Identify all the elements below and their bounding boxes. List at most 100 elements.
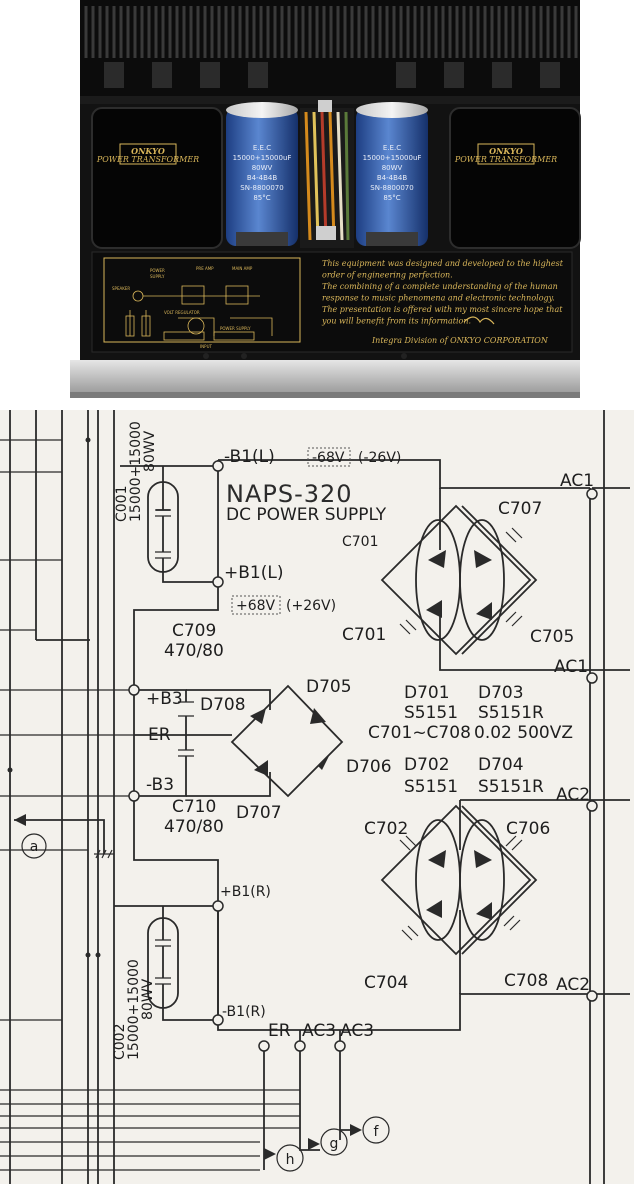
capacitor-c002: C002 15000+15000 80WV: [112, 905, 216, 1060]
transformer-right: ONKYO POWER TRANSFORMER: [449, 107, 581, 249]
voltage-minus68: -68V: [312, 450, 345, 466]
capacitor-text-line: SN-8800070: [370, 184, 413, 192]
front-plate: [70, 360, 580, 392]
amplifier-photo-drawing: ONKYO POWER TRANSFORMER ONKYO POWER TRAN…: [70, 0, 581, 398]
voltage-plus26: (+26V): [286, 598, 336, 614]
c707-label: C707: [498, 499, 542, 519]
panel-text-line: order of engineering perfection.: [322, 271, 453, 280]
left-bus-lines: [9, 410, 115, 1184]
rail-er: ER: [148, 725, 171, 745]
capacitor-text-line: 80WV: [382, 164, 403, 172]
ac2-top-label: AC2: [556, 785, 590, 805]
capacitor-text-line: 85°C: [253, 194, 270, 202]
schematic-title: NAPS-320: [226, 480, 353, 508]
c701-top-label: C701: [342, 534, 379, 550]
capacitor-left: E.E.C15000+15000uF80WVB4-4B4BSN-88000708…: [226, 102, 298, 246]
transformer-brand-right: ONKYO: [489, 146, 523, 156]
connector-g-label: g: [330, 1136, 339, 1152]
ac1-bottom-label: AC1: [554, 657, 588, 677]
c002-value: 15000+15000: [126, 959, 142, 1060]
parts-row4-col2: D704: [478, 755, 524, 775]
panel-diagram-label: PRE AMP: [196, 266, 214, 271]
connector-h-label: h: [286, 1152, 295, 1168]
rail-b1l-plus: +B1(L): [224, 563, 283, 583]
c001-voltage: 80WV: [142, 430, 158, 472]
left-row-lines: [0, 439, 300, 1171]
parts-row3-col1: C701~C708: [368, 723, 471, 743]
capacitor-c001: C001 15000+15000 80WV: [114, 421, 220, 583]
d707-label: D707: [236, 803, 282, 823]
rail-b1r-minus: -B1(R): [222, 1004, 266, 1020]
panel-diagram-label: MAIN AMP: [232, 266, 253, 271]
ac2-bottom-label: AC2: [556, 975, 590, 995]
capacitor-text-line: 15000+15000uF: [233, 154, 292, 162]
wiring-harness: [300, 100, 354, 248]
panel-diagram-label: VOLT REGULATOR: [164, 310, 200, 315]
connector-f-label: f: [374, 1124, 380, 1140]
capacitor-text-line: 15000+15000uF: [363, 154, 422, 162]
d706-label: D706: [346, 757, 392, 777]
c002-voltage: 80WV: [140, 978, 156, 1020]
transformer-label-left: POWER TRANSFORMER: [96, 155, 199, 164]
capacitor-text-line: 85°C: [383, 194, 400, 202]
transformer-brand-left: ONKYO: [131, 146, 165, 156]
panel-diagram-label: POWER: [150, 268, 165, 273]
voltage-tags: -68V (-26V) +68V (+26V): [231, 447, 401, 615]
connector-h: h: [264, 1144, 304, 1172]
c709-name: C709: [172, 621, 216, 641]
parts-row2-col1: S5151: [404, 703, 458, 723]
rail-b3-minus: -B3: [146, 775, 174, 795]
connector-a-label: a: [30, 839, 39, 855]
heatsink: [80, 0, 580, 104]
panel-diagram-label: POWER SUPPLY: [220, 326, 251, 331]
capacitor-text-line: B4-4B4B: [247, 174, 277, 182]
amplifier-photo: ONKYO POWER TRANSFORMER ONKYO POWER TRAN…: [0, 0, 634, 410]
c710-name: C710: [172, 797, 216, 817]
parts-row1-col1: D701: [404, 683, 450, 703]
connector-f: f: [340, 1116, 390, 1144]
ac1-top-label: AC1: [560, 471, 594, 491]
panel-diagram-label: SPEAKER: [112, 286, 130, 291]
bridge-upper: [380, 504, 538, 656]
panel-footer: Integra Division of ONKYO CORPORATION: [371, 336, 549, 345]
panel-text-line: This equipment was designed and develope…: [322, 259, 564, 268]
capacitor-text-line: SN-8800070: [240, 184, 283, 192]
rail-b3-plus: +B3: [146, 689, 183, 709]
panel-diagram-label: INPUT: [200, 344, 213, 349]
parts-row2-col2: S5151R: [478, 703, 544, 723]
main-wiring: [133, 410, 630, 1184]
capacitor-c709-c710: C709 470/80 C710 470/80: [164, 621, 224, 837]
parts-row4-col1: D702: [404, 755, 450, 775]
bottom-ac3-label-2: AC3: [340, 1021, 374, 1041]
capacitor-text-line: 80WV: [252, 164, 273, 172]
c001-value: 15000+15000: [128, 421, 144, 522]
parts-row5-col1: S5151: [404, 777, 458, 797]
parts-row5-col2: S5151R: [478, 777, 544, 797]
bottom-er-label: ER: [268, 1021, 291, 1041]
voltage-plus68: +68V: [236, 598, 276, 614]
d708-label: D708: [200, 695, 246, 715]
capacitor-right: E.E.C15000+15000uF80WVB4-4B4BSN-88000708…: [356, 102, 428, 246]
c706-label: C706: [506, 819, 550, 839]
panel-diagram-label: SUPPLY: [150, 274, 165, 279]
voltage-minus26: (-26V): [358, 450, 401, 466]
diode-bridge-d705-d708: D705 D706 D707 D708: [200, 677, 392, 823]
c704-label: C704: [364, 973, 408, 993]
c701-label: C701: [342, 625, 386, 645]
d705-label: D705: [306, 677, 352, 697]
c708-label: C708: [504, 971, 548, 991]
schematic-subtitle: DC POWER SUPPLY: [226, 505, 387, 525]
panel-text-line: you will benefit from its information.: [321, 317, 471, 326]
connector-a: a: [14, 814, 114, 859]
power-supply-schematic: C001 15000+15000 80WV C002 15000+15000 8…: [0, 410, 634, 1184]
bridge-lower: [380, 804, 538, 956]
c710-value: 470/80: [164, 817, 224, 837]
c709-value: 470/80: [164, 641, 224, 661]
transformer-left: ONKYO POWER TRANSFORMER: [91, 107, 223, 249]
capacitor-text-line: E.E.C: [383, 144, 401, 152]
connector-g: g: [308, 1128, 348, 1156]
bottom-ac3-label-1: AC3: [302, 1021, 336, 1041]
parts-row3-col2: 0.02 500VZ: [474, 723, 573, 743]
panel-block-diagram: [125, 285, 273, 341]
